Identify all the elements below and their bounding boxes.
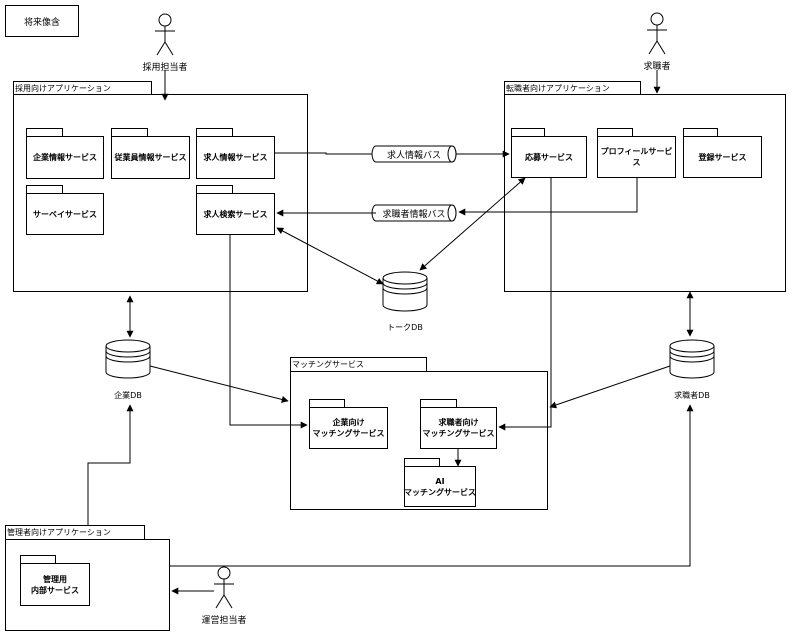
registration-tab [683,128,718,137]
job-info-service-label: 求人情報サービス [203,153,268,162]
profile-service-label: プロフィールサービス [600,147,673,167]
survey-tab [26,185,63,194]
admin-internal-tab [20,555,56,564]
matching-ai-service [404,466,476,507]
operator-actor-icon [214,566,234,609]
application-tab [511,128,545,137]
matching-seeker-tab [420,399,457,408]
edge-application-talkdb [419,177,526,271]
job-search-service-label: 求人検索サービス [203,209,268,219]
seeker-db-icon [669,339,715,379]
edge-application-seekermatching [498,178,552,431]
seeker-db-label: 求職者DB [674,391,710,400]
recruiter-actor-icon [155,13,175,56]
job-seeker-actor-icon [647,12,667,55]
survey-service [26,193,104,235]
admin-internal-service [20,563,90,606]
recruiting-app-label: 採用向けアプリケーション [15,84,111,93]
job-info-tab [196,128,233,137]
job-seeker-actor-label: 求職者 [643,62,671,72]
edge-admin-companydb [87,404,134,525]
admin-app-tab [5,525,145,540]
matching-company-service-label: 企業向け マッチングサービス [312,418,385,438]
edge-jobsearch-talkdb [276,227,384,285]
talk-db-icon [382,271,428,312]
profile-service [597,136,676,178]
recruiter-actor-label: 採用担当者 [142,63,188,73]
admin-internal-service-label: 管理用 内部サービス [31,574,79,595]
diagram-title-box [5,5,79,37]
matching-company-service [309,407,388,449]
employee-info-service-label: 従業員情報サービス [114,153,187,162]
matching-company-tab [309,399,345,408]
registration-service [683,136,762,178]
matching-ai-service-label: AI マッチングサービス [404,476,476,497]
talk-db-label: トークDB [387,323,423,332]
edge-seekerdb-matching [549,365,671,409]
edge-profile-to-bus [458,178,638,216]
job-info-service [196,136,275,179]
diagram-title: 将来像含 [23,18,60,28]
job-search-service [196,193,275,235]
company-info-service-label: 企業情報サービス [33,153,97,162]
edge-jobsearch-companymatching [229,235,308,429]
application-service-label: 応募サービス [525,152,573,162]
recruiting-app-tab [13,81,152,95]
matching-ai-tab [404,458,440,467]
admin-app-label: 管理者向けアプリケーション [7,528,111,537]
edge-admin-seekerdb [170,404,694,567]
survey-service-label: サーベイサービス [33,209,97,219]
job-info-bus-icon [371,145,457,163]
company-db-label: 企業DB [114,391,142,400]
operator-actor-label: 運営担当者 [201,616,247,626]
job-seeker-app-tab [504,81,641,95]
employee-info-tab [111,128,148,137]
job-seeker-app-label: 転職者向けアプリケーション [506,84,610,93]
company-info-service [26,136,104,179]
edge-jobinfo-to-bus [275,152,372,155]
profile-tab [597,128,633,137]
matching-tab [290,357,427,372]
registration-service-label: 登録サービス [698,152,747,162]
job-search-tab [196,185,233,194]
matching-label: マッチングサービス [292,360,364,369]
company-db-icon [105,339,151,379]
job-info-bus-label: 求人情報バス [386,151,441,161]
company-info-tab [26,128,63,137]
employee-info-service [111,136,190,179]
seeker-info-bus-label: 求職者情報バス [382,210,446,220]
matching-seeker-service-label: 求職者向け マッチングサービス [422,418,495,438]
matching-seeker-service [420,407,497,449]
application-service [511,136,587,178]
edge-companydb-matching [149,365,289,403]
